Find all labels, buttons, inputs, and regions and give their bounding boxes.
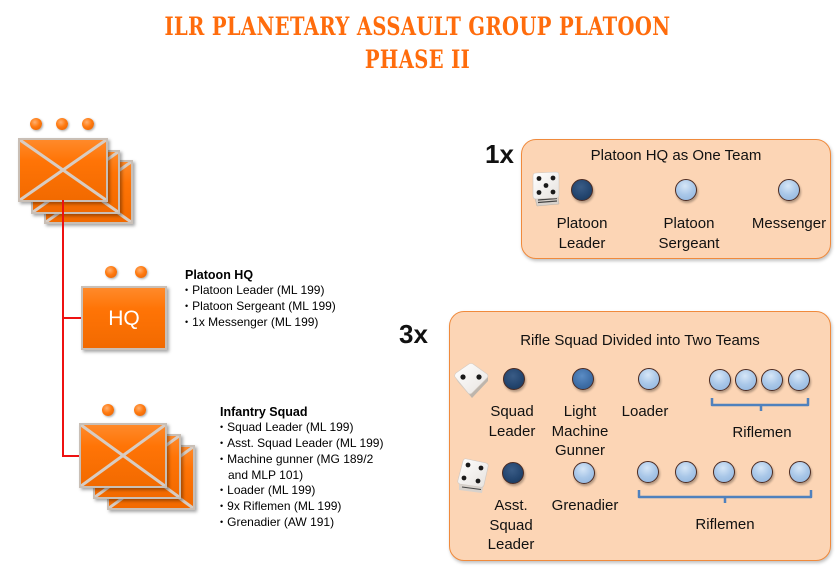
label-line: Squad bbox=[489, 516, 533, 534]
messenger-token bbox=[778, 179, 800, 201]
label-line: Sergeant bbox=[658, 234, 720, 252]
platoon-hq-item: 1x Messenger (ML 199) bbox=[185, 315, 336, 331]
loader-token bbox=[638, 368, 660, 390]
hq-team-panel: Platoon HQ as One Team bbox=[521, 139, 831, 259]
infantry-squad-item: Machine gunner (MG 189/2 bbox=[220, 452, 383, 468]
die-two-icon bbox=[454, 363, 489, 398]
unit-box-front bbox=[18, 138, 108, 202]
platoon-hq-item: Platoon Sergeant (ML 199) bbox=[185, 299, 336, 315]
infantry-squad-info: Infantry Squad Squad Leader (ML 199) Ass… bbox=[220, 405, 383, 531]
rifleman-token bbox=[709, 369, 731, 391]
riflemen-label-team-2: Riflemen bbox=[695, 516, 755, 533]
echelon-dot-icon bbox=[105, 266, 117, 278]
rifleman-token bbox=[713, 461, 735, 483]
riflemen-bracket-team-2 bbox=[637, 490, 813, 503]
platoon-leader-label: Platoon Leader bbox=[557, 214, 608, 253]
label-line: Leader bbox=[558, 234, 606, 252]
light-machine-gunner-label: Light Machine Gunner bbox=[552, 402, 609, 461]
label-line: Platoon bbox=[663, 215, 715, 232]
infantry-squad-title: Infantry Squad bbox=[220, 405, 308, 419]
echelon-dot-icon bbox=[30, 118, 42, 130]
hq-multiplier: 1x bbox=[485, 139, 514, 169]
label-line: Asst. bbox=[494, 497, 528, 514]
riflemen-label-team-1: Riflemen bbox=[732, 424, 792, 441]
label-line: Platoon bbox=[556, 215, 608, 232]
hq-box: HQ bbox=[81, 286, 167, 350]
hq-team-panel-title: Platoon HQ as One Team bbox=[590, 147, 762, 164]
echelon-dot-icon bbox=[134, 404, 146, 416]
platoon-hq-info: Platoon HQ Platoon Leader (ML 199) Plato… bbox=[185, 268, 336, 331]
platoon-hq-title: Platoon HQ bbox=[185, 268, 254, 282]
rifleman-token bbox=[788, 369, 810, 391]
echelon-dot-icon bbox=[102, 404, 114, 416]
infantry-cross-icon bbox=[20, 140, 106, 200]
label-line: Light bbox=[563, 403, 597, 420]
messenger-label: Messenger bbox=[752, 214, 826, 234]
riflemen-bracket-team-1 bbox=[710, 398, 810, 411]
rifle-squad-panel: Rifle Squad Divided into Two Teams bbox=[449, 311, 831, 561]
squad-leader-token bbox=[503, 368, 525, 390]
platoon-leader-token bbox=[571, 179, 593, 201]
hq-box-label: HQ bbox=[108, 307, 140, 330]
light-machine-gunner-token bbox=[572, 368, 594, 390]
label-line: Messenger bbox=[751, 215, 827, 232]
rifleman-token bbox=[761, 369, 783, 391]
label-line: Machine bbox=[551, 422, 609, 440]
rifle-squad-panel-title: Rifle Squad Divided into Two Teams bbox=[520, 332, 760, 349]
label-line: Leader bbox=[487, 536, 535, 553]
label-line: Leader bbox=[488, 422, 536, 440]
platoon-sergeant-label: Platoon Sergeant bbox=[659, 214, 720, 253]
echelon-dot-icon bbox=[135, 266, 147, 278]
rifleman-token bbox=[675, 461, 697, 483]
label-line: Gunner bbox=[554, 442, 606, 459]
label-line: Loader bbox=[621, 403, 669, 420]
asst-squad-leader-token bbox=[502, 462, 524, 484]
grenadier-token bbox=[573, 462, 595, 484]
echelon-dot-icon bbox=[56, 118, 68, 130]
connector-branch-hq bbox=[62, 317, 82, 319]
squad-multiplier: 3x bbox=[399, 319, 428, 349]
loader-label: Loader bbox=[622, 402, 669, 422]
rifleman-token bbox=[751, 461, 773, 483]
rifleman-token bbox=[735, 369, 757, 391]
die-four-icon bbox=[457, 458, 489, 493]
page-subtitle: PHASE II bbox=[364, 45, 471, 74]
infantry-squad-item: Grenadier (AW 191) bbox=[220, 515, 383, 531]
platoon-hq-item: Platoon Leader (ML 199) bbox=[185, 283, 336, 299]
squad-leader-label: Squad Leader bbox=[489, 402, 536, 441]
asst-squad-leader-label: Asst. Squad Leader bbox=[488, 496, 535, 555]
platoon-sergeant-token bbox=[675, 179, 697, 201]
connector-trunk bbox=[62, 200, 64, 457]
infantry-squad-item-continuation: and MLP 101) bbox=[228, 468, 304, 482]
infantry-squad-item: Loader (ML 199) bbox=[220, 483, 383, 499]
page-title: ILR PLANETARY ASSAULT GROUP PLATOON bbox=[164, 12, 671, 41]
infantry-cross-icon bbox=[81, 425, 165, 486]
label-line: Squad bbox=[490, 403, 534, 420]
connector-branch-squad bbox=[62, 455, 81, 457]
die-five-icon bbox=[532, 171, 560, 207]
infantry-squad-item: Asst. Squad Leader (ML 199) bbox=[220, 436, 383, 452]
unit-box-front bbox=[79, 423, 167, 488]
rifleman-token bbox=[789, 461, 811, 483]
rifleman-token bbox=[637, 461, 659, 483]
echelon-dot-icon bbox=[82, 118, 94, 130]
grenadier-label: Grenadier bbox=[552, 496, 619, 516]
infantry-squad-item: 9x Riflemen (ML 199) bbox=[220, 499, 383, 515]
label-line: Grenadier bbox=[551, 497, 619, 514]
infantry-squad-item: Squad Leader (ML 199) bbox=[220, 420, 383, 436]
